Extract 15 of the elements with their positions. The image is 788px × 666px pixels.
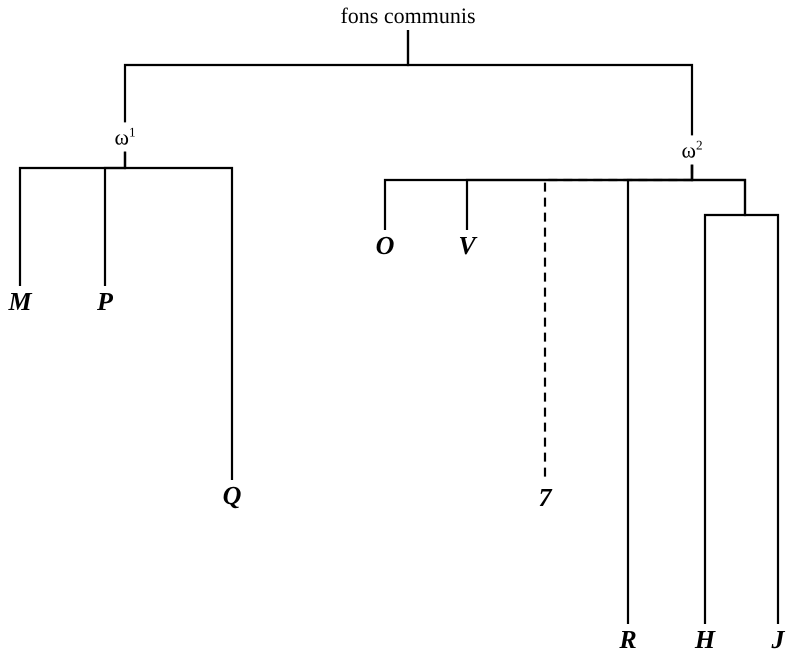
manuscript-siglum: V — [458, 233, 476, 259]
manuscript-siglum: J — [772, 627, 784, 653]
manuscript-siglum: Q — [222, 483, 242, 509]
manuscript-siglum: H — [694, 627, 716, 653]
manuscript-siglum: 7 — [538, 485, 552, 511]
hyparchetype-label: ω$^{2}$ — [681, 138, 703, 162]
stemma-line — [406, 30, 694, 136]
manuscript-siglum: R — [619, 627, 637, 653]
manuscript-siglum: P — [97, 289, 113, 315]
hyparchetype-label: ω$^{1}$ — [114, 125, 136, 149]
archetype-label: fons communis — [340, 5, 476, 27]
stemma-line — [124, 152, 234, 480]
manuscript-siglum: M — [8, 289, 32, 315]
manuscript-siglum: O — [376, 233, 394, 259]
stemma-line — [690, 164, 780, 624]
